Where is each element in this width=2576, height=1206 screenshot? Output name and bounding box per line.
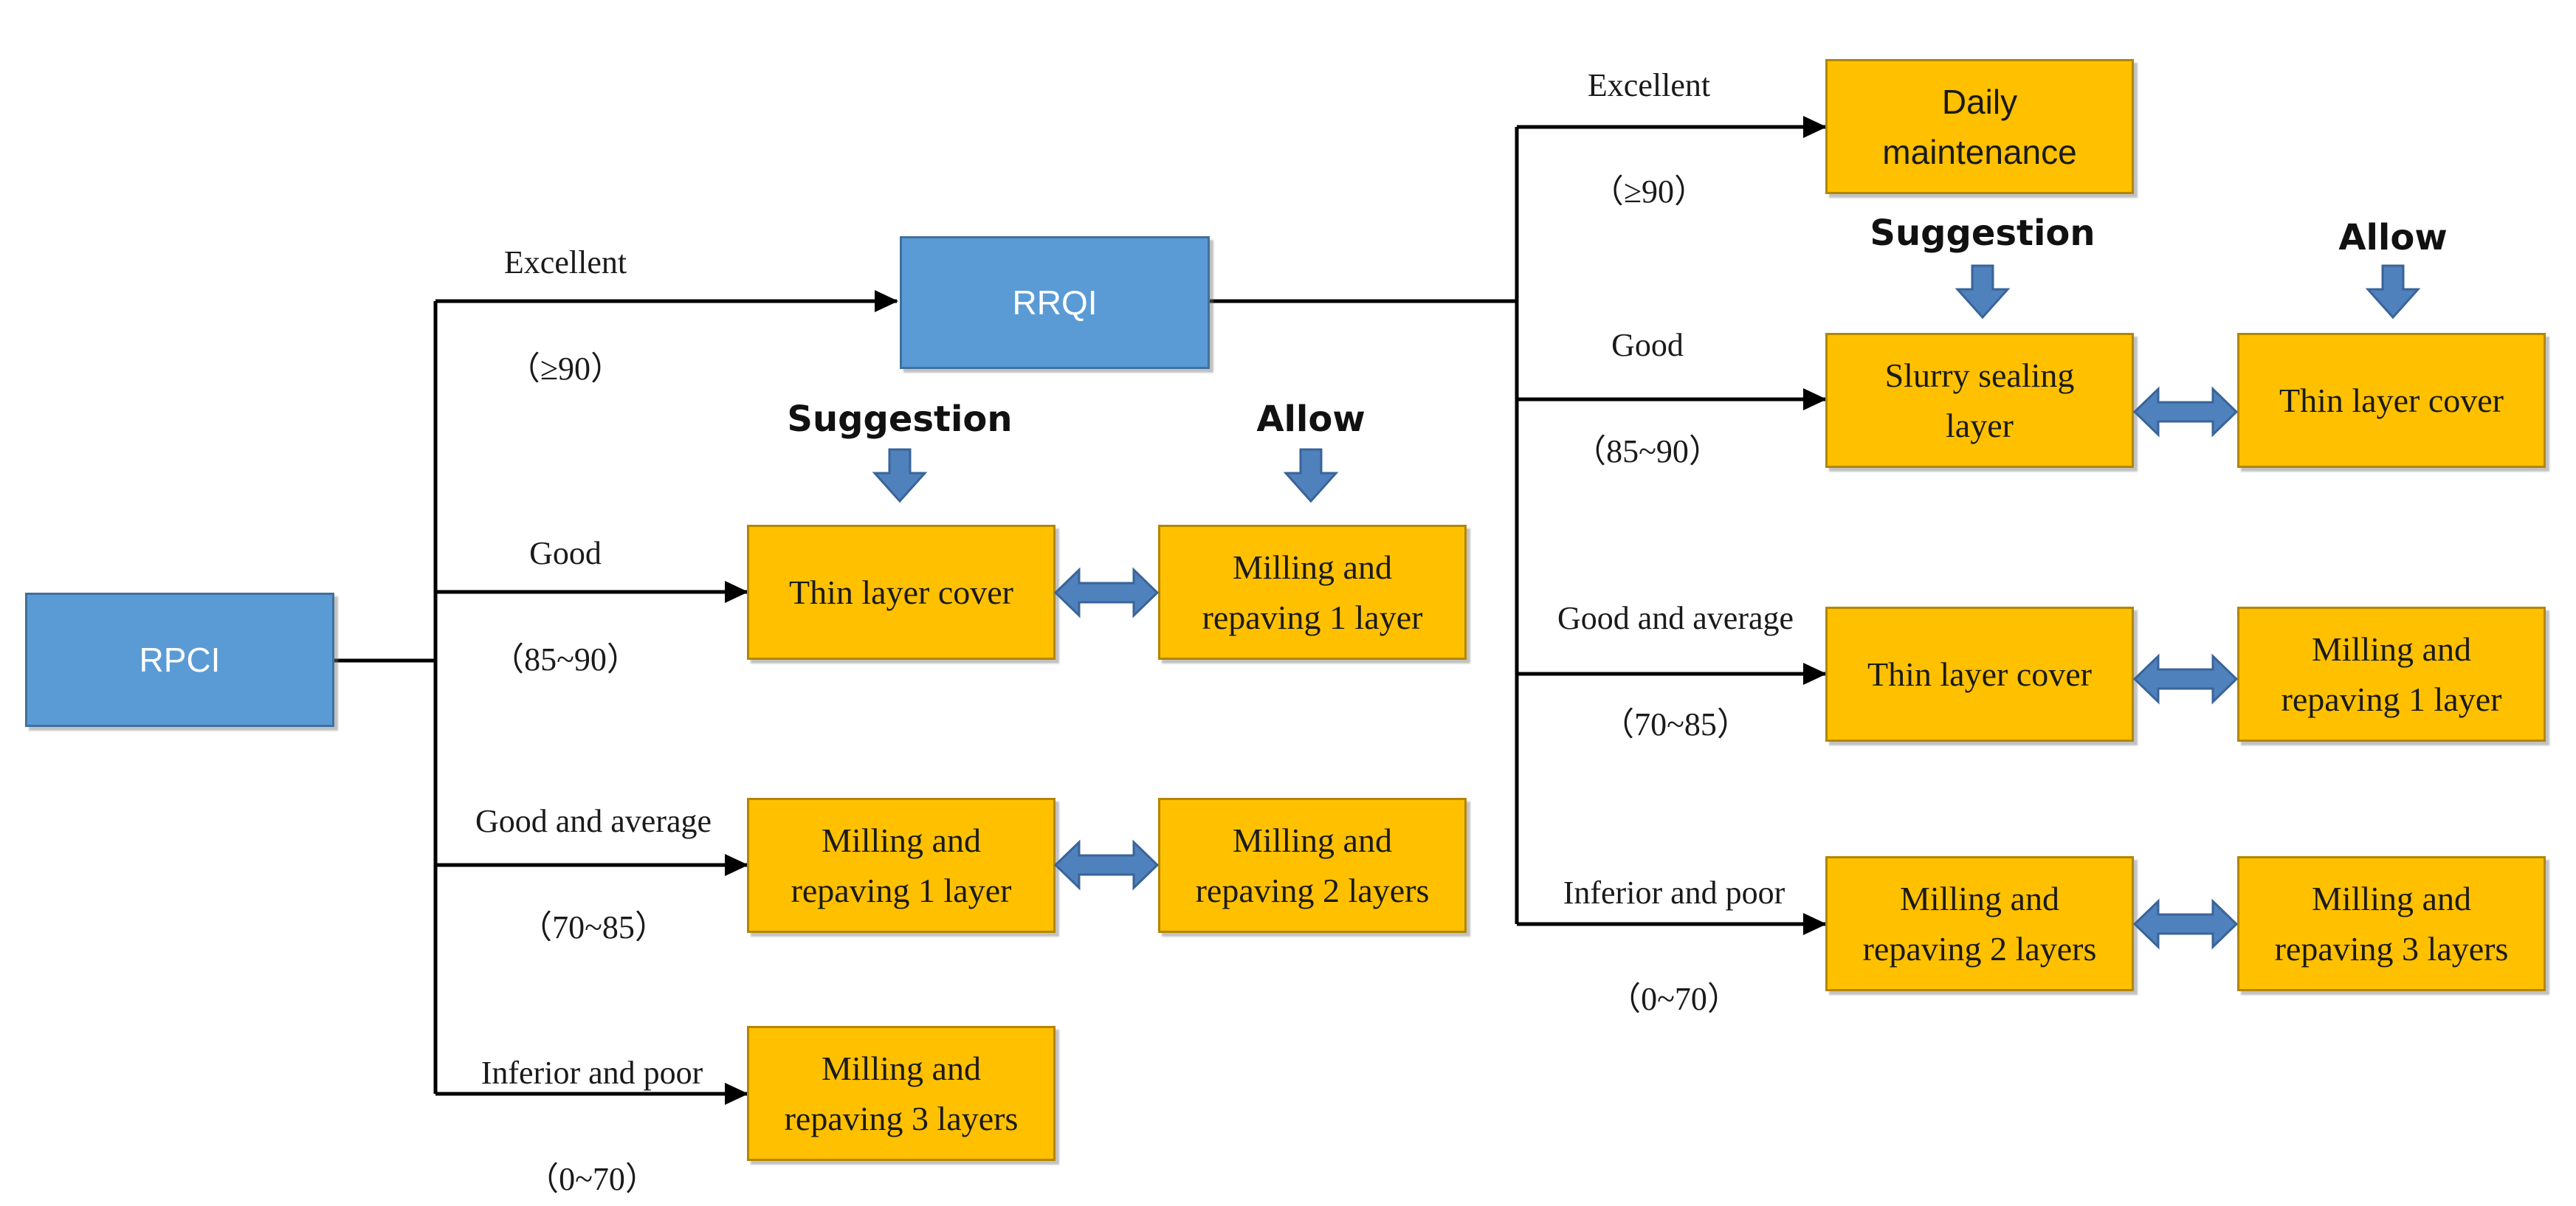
right-suggestion-header: Suggestion bbox=[1870, 213, 2095, 254]
left-poor-label: Inferior and poor （0~70） bbox=[481, 993, 703, 1206]
grade-text: Excellent bbox=[503, 244, 627, 280]
range-text: （70~85） bbox=[520, 909, 667, 945]
left-allow-header: Allow bbox=[1256, 399, 1366, 440]
grade-text: Good and average bbox=[1557, 600, 1794, 636]
grade-text: Excellent bbox=[1587, 67, 1711, 103]
right-allow-header: Allow bbox=[2338, 217, 2448, 258]
right-average-label: Good and average （70~85） bbox=[1557, 539, 1794, 751]
right-average-suggestion-box: Thin layer cover bbox=[1825, 607, 2134, 742]
left-average-double-arrow-icon bbox=[1054, 839, 1159, 891]
range-text: （85~90） bbox=[492, 641, 639, 678]
range-text: （0~70） bbox=[526, 1161, 658, 1197]
right-good-label: Good （85~90） bbox=[1574, 266, 1721, 478]
right-average-double-arrow-icon bbox=[2133, 653, 2238, 705]
grade-text: Good bbox=[1611, 327, 1684, 363]
left-excellent-label: Excellent （≥90） bbox=[504, 183, 627, 396]
grade-text: Inferior and poor bbox=[481, 1055, 703, 1091]
grade-text: Inferior and poor bbox=[1563, 875, 1785, 911]
left-average-suggestion-box: Milling and repaving 1 layer bbox=[747, 798, 1055, 933]
left-good-double-arrow-icon bbox=[1054, 567, 1159, 618]
grade-text: Good bbox=[529, 535, 602, 571]
rrqi-node: RRQI bbox=[900, 236, 1210, 369]
left-average-allow-box: Milling and repaving 2 layers bbox=[1158, 798, 1467, 933]
right-allow-down-arrow-icon bbox=[2365, 264, 2421, 320]
left-good-allow-box: Milling and repaving 1 layer bbox=[1158, 525, 1467, 660]
range-text: （≥90） bbox=[507, 351, 624, 387]
grade-text: Good and average bbox=[475, 803, 712, 839]
right-excellent-suggestion-box: Daily maintenance bbox=[1825, 59, 2134, 194]
range-text: （≥90） bbox=[1591, 173, 1707, 210]
right-good-suggestion-box: Slurry sealing layer bbox=[1825, 333, 2134, 468]
left-good-label: Good （85~90） bbox=[492, 474, 639, 686]
right-poor-double-arrow-icon bbox=[2133, 898, 2238, 950]
right-poor-allow-box: Milling and repaving 3 layers bbox=[2237, 856, 2546, 991]
right-poor-label: Inferior and poor （0~70） bbox=[1563, 813, 1785, 1026]
right-poor-suggestion-box: Milling and repaving 2 layers bbox=[1825, 856, 2134, 991]
right-excellent-label: Excellent （≥90） bbox=[1588, 6, 1710, 218]
right-good-double-arrow-icon bbox=[2133, 386, 2238, 438]
left-poor-suggestion-box: Milling and repaving 3 layers bbox=[747, 1026, 1055, 1161]
right-good-allow-box: Thin layer cover bbox=[2237, 333, 2546, 468]
left-good-suggestion-box: Thin layer cover bbox=[747, 525, 1055, 660]
left-allow-down-arrow-icon bbox=[1283, 448, 1339, 503]
range-text: （0~70） bbox=[1608, 981, 1740, 1017]
left-average-label: Good and average （70~85） bbox=[475, 742, 712, 954]
right-average-allow-box: Milling and repaving 1 layer bbox=[2237, 607, 2546, 742]
range-text: （85~90） bbox=[1574, 433, 1721, 469]
range-text: （70~85） bbox=[1602, 706, 1749, 742]
rpci-node: RPCI bbox=[25, 593, 334, 727]
left-suggestion-down-arrow-icon bbox=[872, 448, 928, 503]
left-suggestion-header: Suggestion bbox=[787, 399, 1013, 440]
right-suggestion-down-arrow-icon bbox=[1955, 264, 2011, 320]
